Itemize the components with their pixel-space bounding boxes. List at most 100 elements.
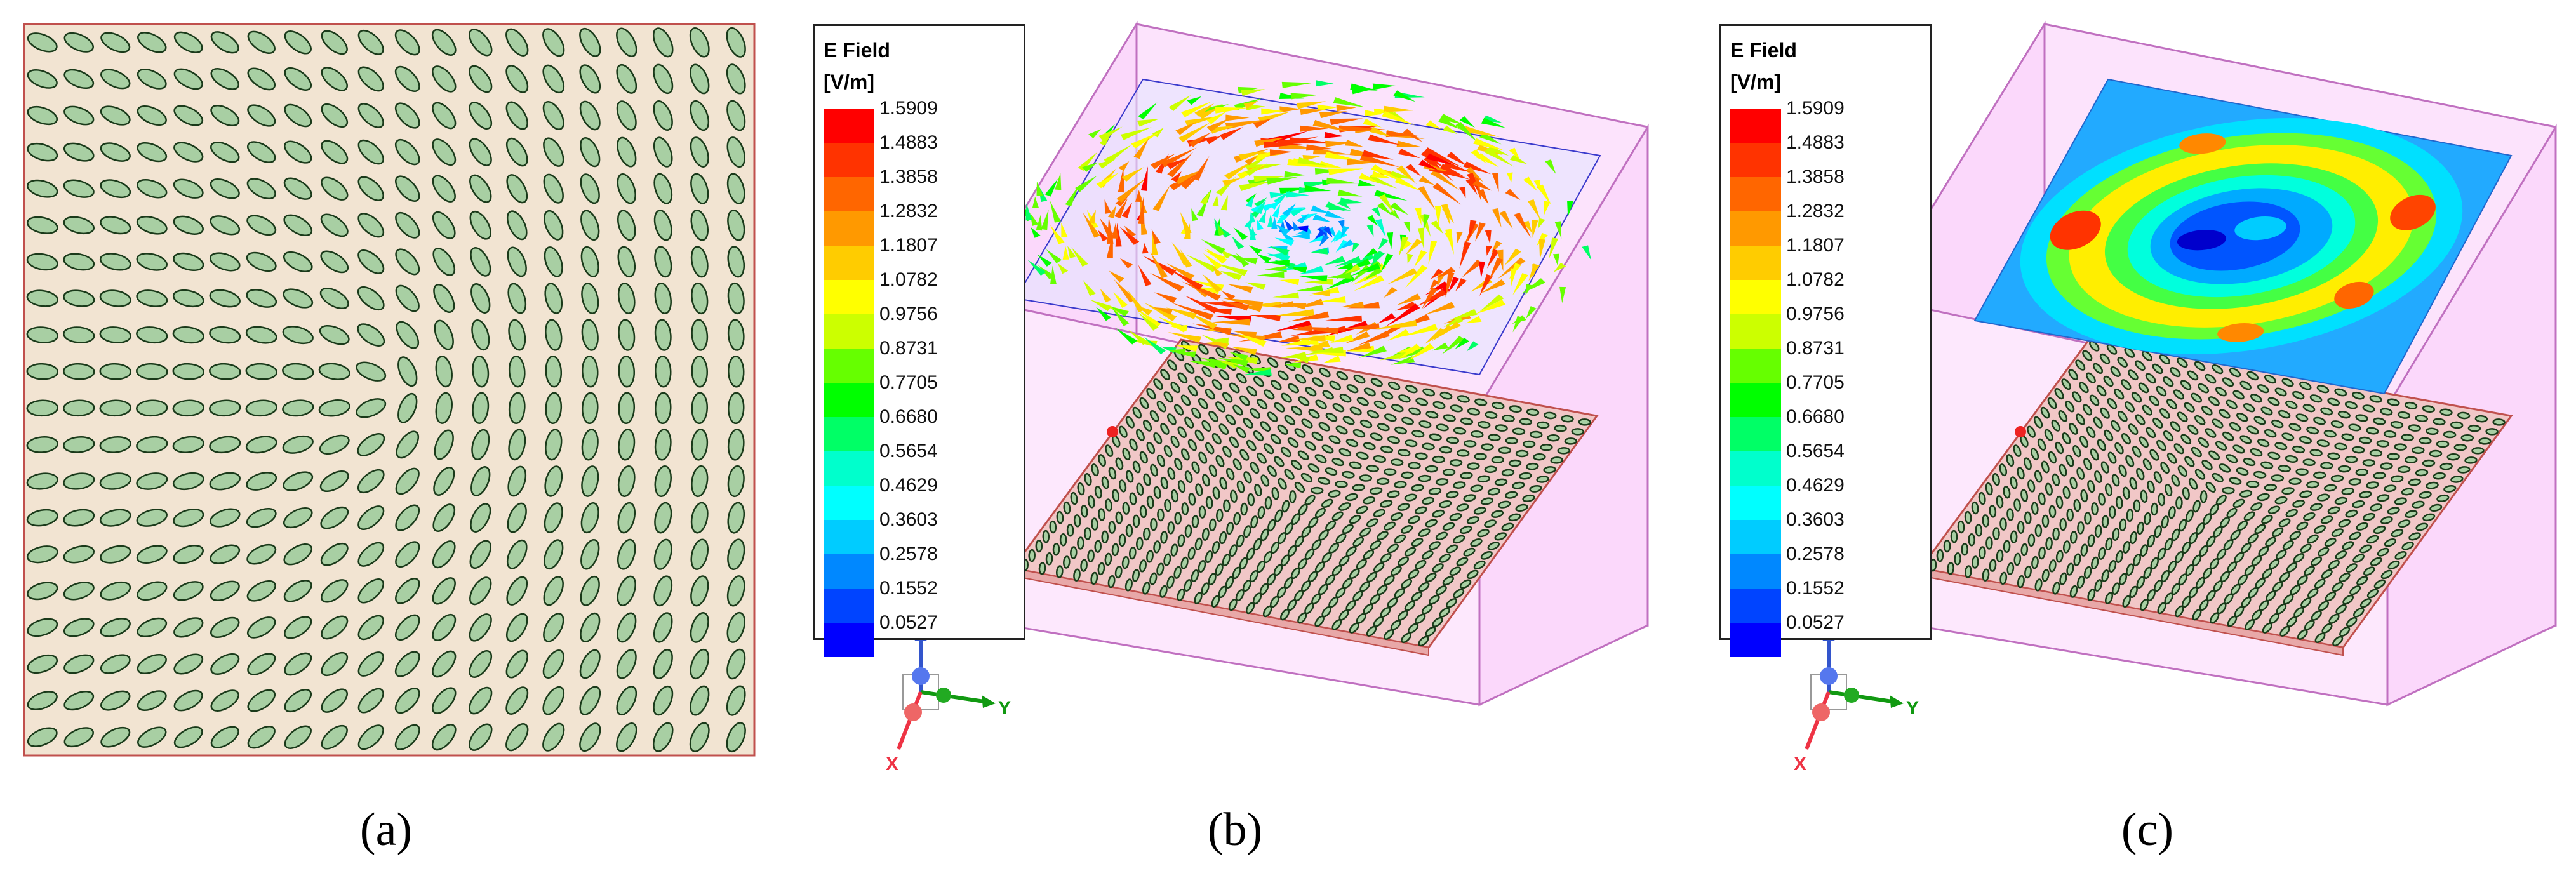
meta-atom-ellipse (431, 29, 457, 56)
e-field-arrow (1345, 264, 1361, 274)
meta-atom-ellipse (2040, 406, 2050, 419)
meta-atom-ellipse (2436, 494, 2450, 502)
meta-atom-ellipse (283, 214, 313, 237)
meta-atom-ellipse (1446, 491, 1459, 499)
meta-atom-ellipse (2376, 494, 2390, 502)
meta-atom-ellipse (1414, 506, 1427, 515)
meta-atom-ellipse (2182, 487, 2190, 500)
e-field-arrow (1510, 154, 1528, 164)
e-field-arrow (1055, 173, 1062, 190)
meta-atom-ellipse (2380, 569, 2393, 580)
meta-atom-ellipse (1222, 392, 1233, 403)
meta-atom-ellipse (2376, 440, 2390, 448)
meta-atom-ellipse (544, 246, 563, 277)
e-field-arrow (1330, 118, 1363, 126)
meta-atom-ellipse (1164, 498, 1171, 512)
meta-atom-ellipse (284, 616, 312, 639)
meta-atom-ellipse (1307, 463, 1320, 473)
e-field-arrow (1311, 248, 1328, 255)
e-field-arrow (1098, 126, 1123, 141)
meta-atom-ellipse (469, 723, 493, 751)
meta-atom-ellipse (2017, 521, 2025, 534)
meta-atom-ellipse (26, 509, 58, 527)
e-field-arrow (1124, 225, 1137, 237)
meta-atom-ellipse (210, 178, 240, 199)
meta-atom-ellipse (63, 509, 95, 527)
meta-atom-ellipse (1390, 458, 1404, 467)
meta-atom-ellipse (1432, 616, 1443, 627)
meta-atom-ellipse (63, 654, 95, 674)
meta-atom-ellipse (580, 502, 599, 534)
e-field-arrow (1169, 269, 1204, 290)
meta-atom-ellipse (2121, 432, 2132, 445)
meta-atom-ellipse (1325, 467, 1338, 476)
meta-atom-ellipse (282, 326, 314, 345)
meta-atom-ellipse (2436, 440, 2450, 448)
meta-atom-ellipse (2351, 446, 2365, 454)
e-field-arrow (1274, 223, 1290, 235)
meta-atom-ellipse (2275, 549, 2287, 560)
meta-atom-ellipse (617, 575, 636, 606)
meta-atom-ellipse (284, 725, 312, 749)
legend-swatch (824, 383, 874, 417)
meta-atom-ellipse (63, 618, 95, 637)
meta-atom-ellipse (245, 363, 277, 380)
e-field-arrow (1238, 150, 1266, 161)
meta-atom-ellipse (100, 726, 131, 748)
x-axis-ball (1812, 703, 1830, 721)
e-field-arrow (1479, 132, 1502, 145)
meta-atom-ellipse (209, 289, 241, 308)
meta-atom-ellipse (2215, 495, 2227, 505)
meta-atom-ellipse (2150, 557, 2159, 570)
meta-atom-ellipse (2110, 366, 2121, 378)
e-field-arrow (1168, 331, 1202, 343)
meta-atom-ellipse (1181, 502, 1189, 515)
meta-atom-ellipse (173, 252, 204, 271)
meta-atom-ellipse (1384, 413, 1397, 422)
e-field-arrow (1285, 362, 1302, 369)
meta-atom-ellipse (209, 252, 241, 272)
meta-atom-ellipse (246, 472, 277, 491)
meta-atom-ellipse (2065, 454, 2074, 467)
meta-atom-ellipse (2408, 424, 2421, 432)
meta-atom-ellipse (246, 580, 276, 602)
meta-atom-ellipse (1195, 483, 1203, 496)
meta-atom-ellipse (2237, 520, 2248, 531)
meta-atom-ellipse (545, 392, 563, 425)
meta-atom-ellipse (2286, 616, 2297, 627)
e-field-arrow (1267, 214, 1274, 227)
meta-atom-ellipse (2076, 467, 2085, 480)
e-field-arrow (1027, 260, 1046, 276)
e-field-arrow (1431, 324, 1453, 342)
meta-atom-ellipse (209, 436, 241, 454)
meta-atom-ellipse (1205, 550, 1213, 563)
meta-atom-ellipse (1439, 500, 1452, 509)
meta-atom-ellipse (2267, 451, 2281, 460)
meta-atom-ellipse (726, 611, 745, 643)
e-field-arrow (1192, 156, 1210, 181)
meta-atom-ellipse (1090, 571, 1098, 585)
meta-atom-ellipse (395, 175, 420, 202)
meta-atom-ellipse (2133, 499, 2141, 513)
meta-atom-ellipse (283, 580, 312, 602)
meta-atom-ellipse (2117, 357, 2128, 368)
y-axis-arrow (1828, 690, 1893, 703)
meta-atom-ellipse (1139, 451, 1148, 464)
e-field-arrow (1236, 333, 1267, 347)
meta-atom-ellipse (2306, 481, 2319, 489)
meta-atom-ellipse (1271, 380, 1282, 390)
meta-atom-ellipse (2052, 527, 2060, 541)
meta-atom-ellipse (27, 691, 58, 710)
e-field-arrow (1323, 226, 1333, 238)
meta-atom-ellipse (472, 356, 490, 388)
x-axis-label: X (886, 754, 898, 775)
meta-atom-ellipse (357, 66, 384, 92)
meta-atom-ellipse (2151, 502, 2158, 516)
legend-tick: 1.5909 (1786, 98, 1845, 119)
meta-atom-ellipse (726, 685, 746, 716)
meta-atom-ellipse (2115, 496, 2123, 509)
meta-atom-ellipse (1992, 527, 2000, 540)
e-field-arrow (1394, 176, 1421, 191)
meta-atom-ellipse (2222, 377, 2234, 387)
